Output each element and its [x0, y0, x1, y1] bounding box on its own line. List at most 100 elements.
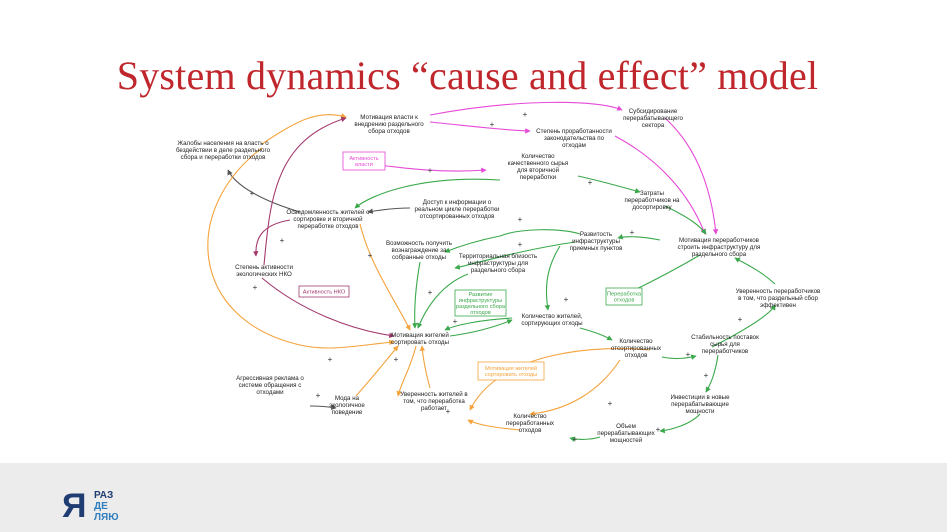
- causal-arrow: [263, 116, 347, 266]
- polarity-sign: +: [738, 315, 743, 324]
- polarity-sign: +: [518, 215, 523, 224]
- causal-arrow: [467, 419, 521, 431]
- causal-arrow: [569, 436, 601, 442]
- causal-arrow: [207, 147, 395, 349]
- causal-arrow: [614, 135, 706, 235]
- loop-label-l2: Активность НКО: [298, 285, 350, 298]
- causal-arrow: [579, 327, 613, 341]
- causal-arrow: [469, 348, 651, 411]
- causal-arrow: [529, 359, 621, 417]
- causal-arrow: [354, 178, 501, 209]
- logo-word-1: РАЗ: [94, 490, 114, 501]
- causal-arrow: [454, 241, 576, 270]
- polarity-sign: +: [280, 236, 285, 245]
- causal-arrow: [396, 345, 417, 397]
- causal-arrow: [544, 245, 561, 311]
- causal-arrow: [367, 207, 411, 214]
- causal-arrow: [734, 257, 776, 285]
- causal-arrow: [309, 404, 337, 410]
- causal-arrow: [227, 169, 301, 213]
- causal-arrow: [411, 261, 421, 329]
- polarity-sign: +: [588, 178, 593, 187]
- causal-arrow: [705, 354, 719, 393]
- polarity-sign: +: [428, 166, 433, 175]
- polarity-sign: +: [490, 120, 495, 129]
- polarity-sign: +: [573, 435, 578, 444]
- svg-text:Активность НКО: Активность НКО: [303, 290, 346, 296]
- causal-arrow: [577, 175, 641, 194]
- causal-arrow: [617, 234, 661, 241]
- causal-arrow: [664, 117, 719, 235]
- causal-arrow: [261, 113, 347, 145]
- causal-arrow: [444, 229, 581, 253]
- polarity-sign: +: [328, 355, 333, 364]
- causal-arrow: [711, 304, 776, 348]
- causal-arrow: [659, 413, 701, 434]
- polarity-sign: +: [253, 283, 258, 292]
- polarity-sign: +: [316, 391, 321, 400]
- causal-arrow: [261, 277, 395, 339]
- causal-arrow: [449, 319, 513, 337]
- causal-arrow: [429, 121, 531, 134]
- polarity-sign: +: [608, 399, 613, 408]
- causal-arrow: [661, 354, 697, 360]
- causal-arrow: [252, 219, 291, 257]
- causal-arrow: [417, 273, 469, 329]
- polarity-sign: +: [518, 240, 523, 249]
- footer-bar: [0, 463, 947, 532]
- polarity-sign: +: [250, 189, 255, 198]
- logo-word-2: ДЕ: [94, 501, 108, 512]
- polarity-sign: +: [686, 350, 691, 359]
- causal-arrow: [429, 101, 623, 116]
- diagram-edges: [207, 101, 776, 442]
- logo-word-3: ЛЯЮ: [94, 512, 119, 523]
- polarity-sign: +: [368, 251, 373, 260]
- causal-arrow: [444, 317, 513, 331]
- polarity-sign: +: [453, 317, 458, 326]
- causal-arrow: [355, 345, 399, 397]
- polarity-sign: +: [446, 407, 451, 416]
- polarity-sign: +: [394, 355, 399, 364]
- polarity-sign: +: [656, 425, 661, 434]
- polarity-sign: +: [704, 371, 709, 380]
- diagram-signs: ++++++++++++++++++++++++: [250, 110, 743, 444]
- logo-letter: Я: [62, 487, 87, 525]
- polarity-sign: +: [428, 288, 433, 297]
- node-n15: Количество жителей,сортирующих отходы: [521, 313, 583, 327]
- causal-arrow: [664, 205, 707, 235]
- razdelyayu-logo: Я РАЗ ДЕ ЛЯЮ: [62, 486, 132, 526]
- polarity-sign: +: [564, 295, 569, 304]
- polarity-sign: +: [630, 228, 635, 237]
